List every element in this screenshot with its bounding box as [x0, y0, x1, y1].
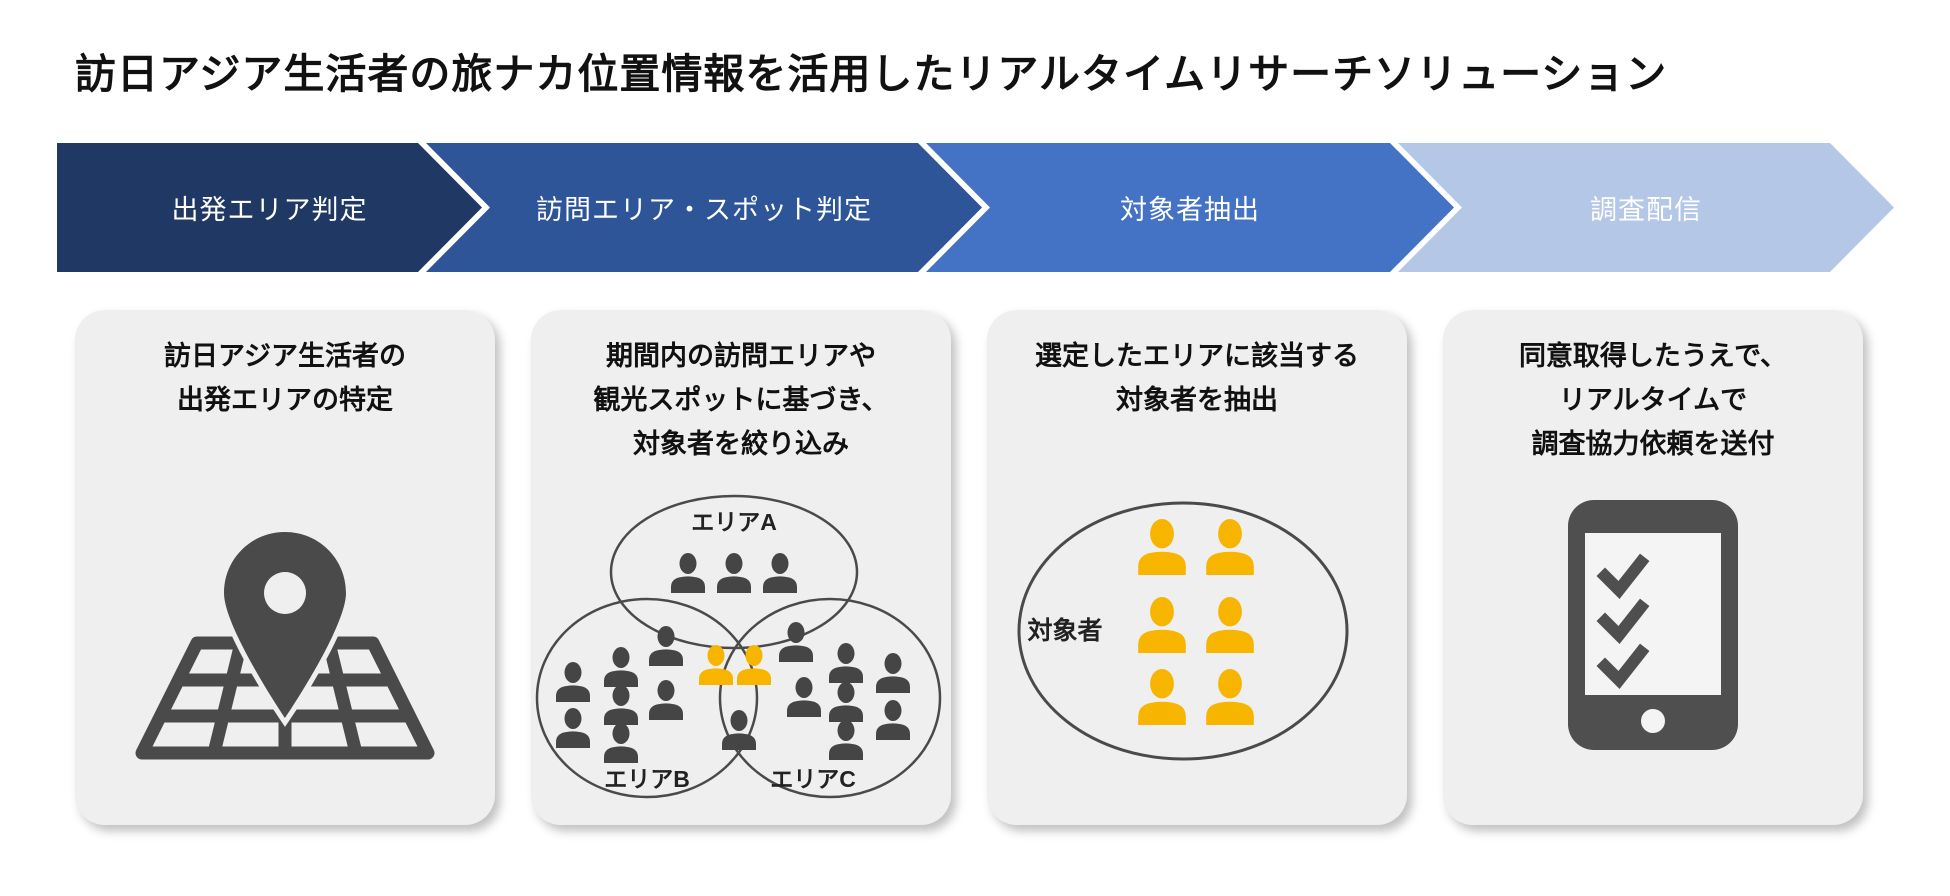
card-description-line: 期間内の訪問エリアや — [606, 341, 876, 371]
card-description-line: リアルタイムで — [1558, 385, 1748, 415]
venn-diagram: エリアA エリアB エリアC — [535, 494, 942, 799]
card-description-line: 対象者を絞り込み — [633, 429, 849, 459]
card-visited-area-filter: 期間内の訪問エリアや 観光スポットに基づき、 対象者を絞り込み エリアA エリア… — [531, 310, 951, 825]
people-icons-dark — [556, 553, 910, 763]
venn-area-b-label: エリアB — [604, 766, 690, 792]
venn-area-c-label: エリアC — [770, 766, 856, 792]
card-description: 期間内の訪問エリアや 観光スポットに基づき、 対象者を絞り込み — [531, 334, 951, 466]
people-icons-highlighted — [1138, 519, 1254, 725]
card-description-line: 観光スポットに基づき、 — [593, 385, 889, 415]
card-description-line: 訪日アジア生活者の — [164, 341, 406, 371]
target-group-label: 対象者 — [1027, 617, 1102, 645]
process-step-visited-area-spot: 訪問エリア・スポット判定 — [426, 143, 982, 272]
process-chevron-band: 出発エリア判定 訪問エリア・スポット判定 対象者抽出 調査配信 — [0, 143, 1950, 272]
process-step-target-extraction: 対象者抽出 — [926, 143, 1454, 272]
card-description-line: 調査協力依頼を送付 — [1531, 429, 1775, 459]
venn-area-a-label: エリアA — [691, 509, 777, 535]
card-target-extraction: 選定したエリアに該当する 対象者を抽出 対象者 — [987, 310, 1407, 825]
card-survey-delivery: 同意取得したうえで、 リアルタイムで 調査協力依頼を送付 — [1443, 310, 1863, 825]
card-description-line: 同意取得したうえで、 — [1518, 341, 1788, 371]
process-step-survey-delivery: 調査配信 — [1398, 143, 1894, 272]
card-description-line: 対象者を抽出 — [1116, 385, 1278, 415]
map-pin-on-map-icon — [135, 526, 435, 760]
target-group-ellipse: 対象者 — [1017, 501, 1349, 761]
checkmark-icons — [1596, 553, 1650, 690]
process-step-label: 調査配信 — [1590, 195, 1702, 225]
card-description: 同意取得したうえで、 リアルタイムで 調査協力依頼を送付 — [1443, 334, 1863, 466]
process-step-label: 対象者抽出 — [1120, 195, 1260, 225]
card-departure-area: 訪日アジア生活者の 出発エリアの特定 — [75, 310, 495, 825]
card-description: 訪日アジア生活者の 出発エリアの特定 — [75, 334, 495, 422]
page-title: 訪日アジア生活者の旅ナカ位置情報を活用したリアルタイムリサーチソリューション — [75, 51, 1668, 97]
card-description-line: 選定したエリアに該当する — [1035, 341, 1359, 371]
process-step-label: 出発エリア判定 — [171, 195, 368, 225]
card-description: 選定したエリアに該当する 対象者を抽出 — [987, 334, 1407, 422]
process-step-departure-area: 出発エリア判定 — [57, 143, 482, 272]
people-icons-highlighted — [699, 645, 771, 685]
process-step-label: 訪問エリア・スポット判定 — [536, 195, 872, 225]
card-description-line: 出発エリアの特定 — [177, 385, 393, 415]
smartphone-checklist-icon — [1568, 500, 1738, 750]
